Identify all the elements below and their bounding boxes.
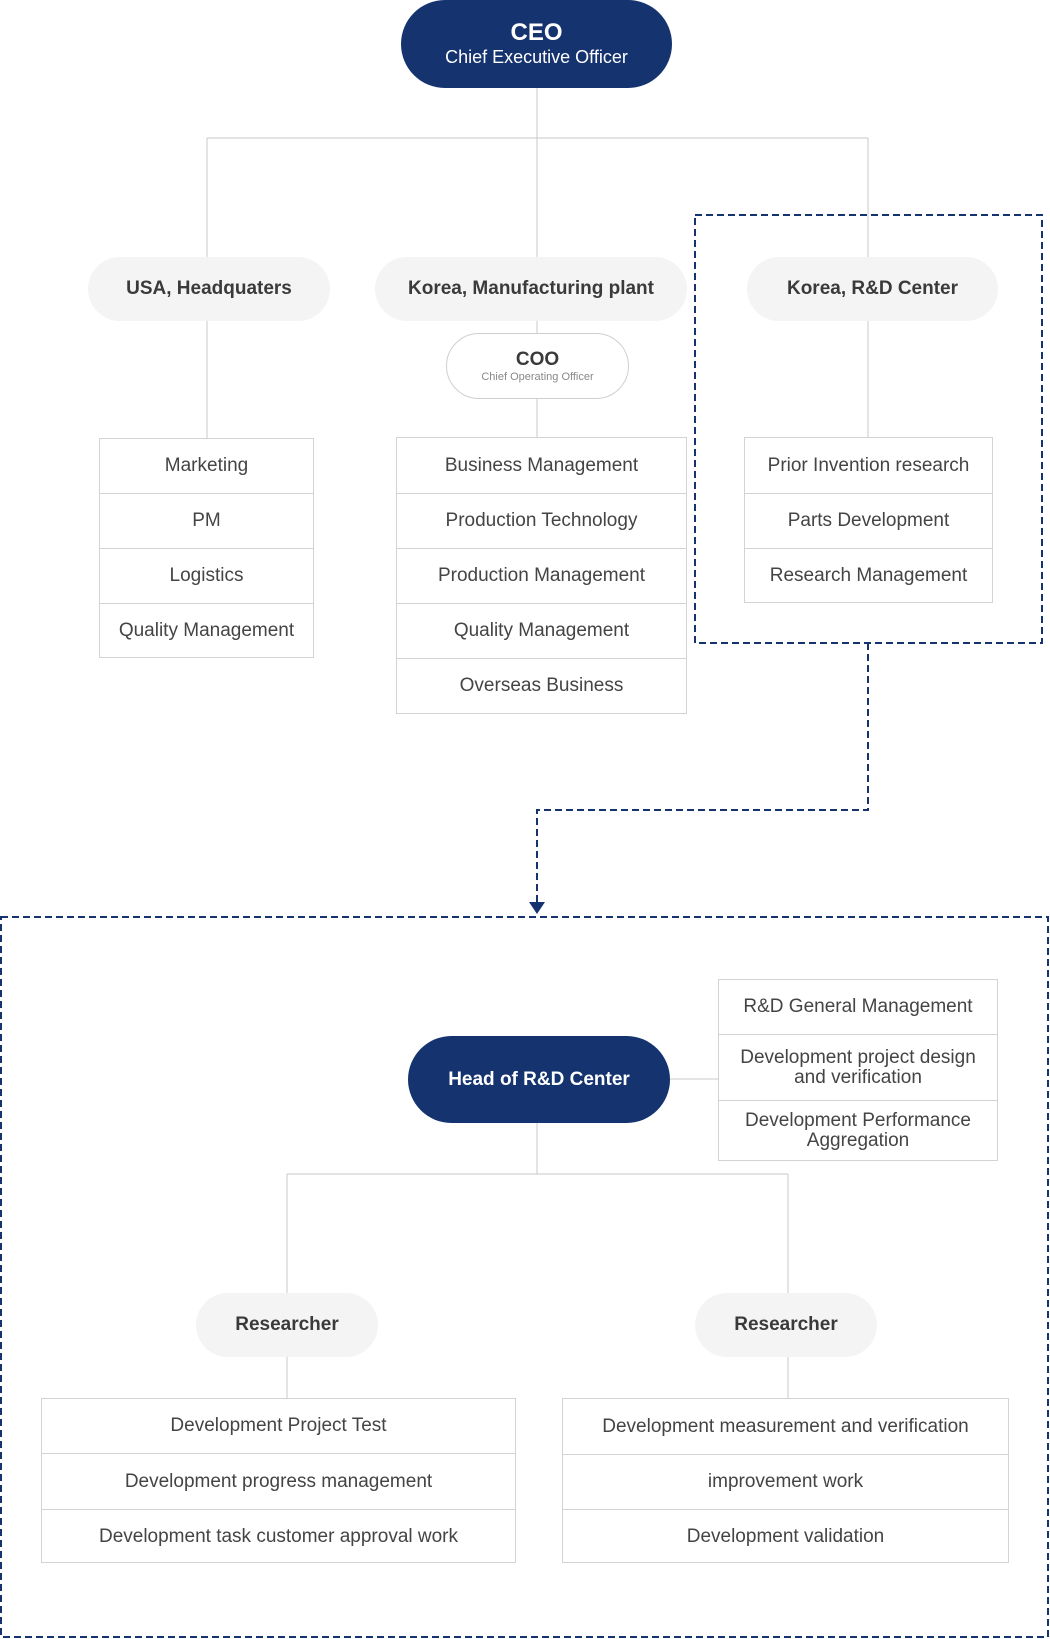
duty-item: Development measurement and verification bbox=[602, 1415, 969, 1437]
ceo-subtitle: Chief Executive Officer bbox=[445, 47, 628, 67]
division-korea-rd: Korea, R&D Center bbox=[747, 257, 998, 321]
department-item: Overseas Business bbox=[397, 658, 686, 713]
researcher-2: Researcher bbox=[695, 1293, 877, 1357]
department-item: Quality Management bbox=[100, 603, 313, 657]
rd-center-detail-frame bbox=[0, 916, 1049, 1638]
researcher-1-duties: Development Project Test Development pro… bbox=[41, 1398, 516, 1563]
researcher-1: Researcher bbox=[196, 1293, 378, 1357]
ceo-title: CEO bbox=[510, 19, 563, 46]
department-item: Production Management bbox=[397, 548, 686, 603]
duty-item: Development task customer approval work bbox=[42, 1509, 515, 1563]
duty-item: R&D General Management bbox=[743, 996, 973, 1017]
department-item: PM bbox=[100, 493, 313, 548]
researcher-2-duties: Development measurement and verification… bbox=[562, 1398, 1009, 1563]
usa-departments: Marketing PM Logistics Quality Managemen… bbox=[99, 438, 314, 658]
department-item: Quality Management bbox=[397, 603, 686, 658]
department-item: Parts Development bbox=[745, 493, 992, 548]
duty-item: Development project design and verificat… bbox=[719, 1034, 997, 1100]
department-item: Research Management bbox=[745, 548, 992, 602]
department-item: Logistics bbox=[100, 548, 313, 603]
rd-departments: Prior Invention research Parts Developme… bbox=[744, 437, 993, 603]
duty-item: Development Project Test bbox=[170, 1415, 387, 1436]
coo-title: COO bbox=[515, 348, 560, 370]
ceo-node: CEO Chief Executive Officer bbox=[401, 0, 672, 88]
manufacturing-departments: Business Management Production Technolog… bbox=[396, 437, 687, 714]
head-duties: R&D General Management Development proje… bbox=[718, 979, 998, 1161]
head-rd-title: Head of R&D Center bbox=[448, 1068, 630, 1090]
department-item: Marketing bbox=[164, 455, 249, 476]
division-usa: USA, Headquaters bbox=[88, 257, 330, 321]
duty-item: Development progress management bbox=[42, 1453, 515, 1509]
coo-subtitle: Chief Operating Officer bbox=[481, 370, 594, 383]
division-korea-manufacturing: Korea, Manufacturing plant bbox=[375, 257, 687, 321]
department-item: Prior Invention research bbox=[767, 454, 970, 476]
rd-expand-connector bbox=[536, 643, 869, 902]
arrow-down-icon bbox=[529, 902, 545, 914]
head-rd-node: Head of R&D Center bbox=[408, 1036, 670, 1123]
coo-node: COO Chief Operating Officer bbox=[446, 333, 629, 399]
duty-item: Development Performance Aggregation bbox=[719, 1100, 997, 1160]
department-item: Production Technology bbox=[397, 493, 686, 548]
duty-item: Development validation bbox=[563, 1509, 1008, 1563]
duty-item: improvement work bbox=[563, 1454, 1008, 1509]
department-item: Business Management bbox=[444, 454, 639, 476]
